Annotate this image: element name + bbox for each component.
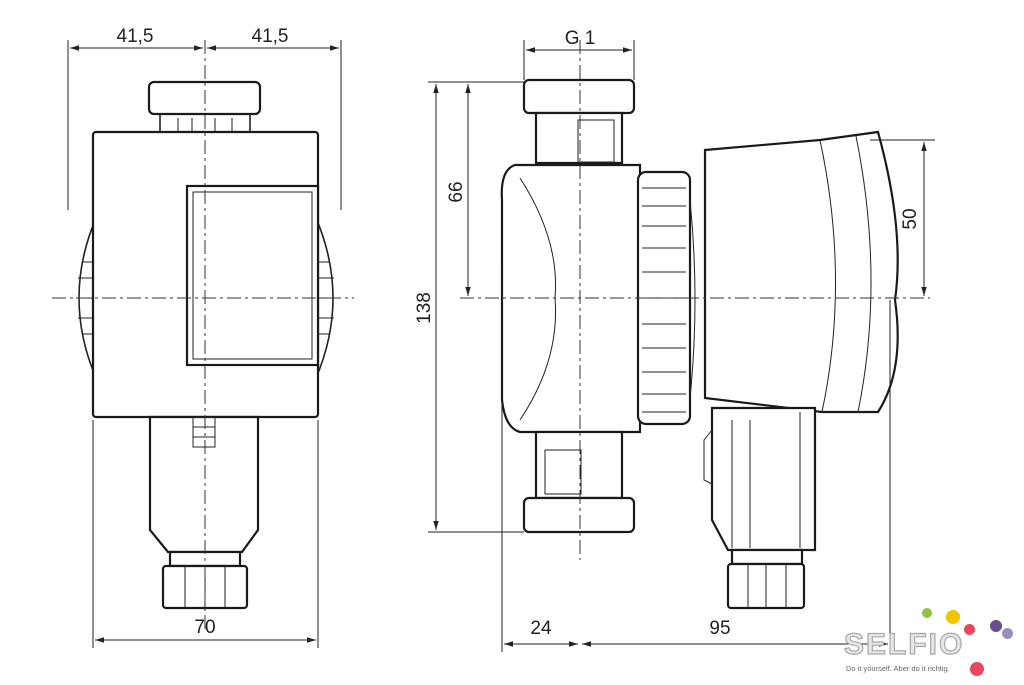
front-right-ribs [316, 261, 336, 335]
dim-motor-height: 50 [900, 208, 921, 229]
side-motor-front-edge [819, 139, 837, 413]
front-neck-details [177, 118, 233, 132]
selfio-logo: SELFIO Do it yourself. Aber do it richti… [838, 602, 1018, 682]
side-top-neck [534, 111, 624, 165]
logo-dot-yellow [946, 610, 960, 624]
logo-dot-lilac [1002, 628, 1013, 639]
side-connector-details [731, 412, 801, 548]
side-motor-cap-edge [855, 135, 872, 413]
logo-dot-red [970, 662, 984, 676]
dim-front-right-half: 41,5 [252, 26, 289, 47]
side-cable-clip [703, 429, 713, 485]
dim-total-depth: 95 [709, 618, 730, 639]
front-view: 41,5 41,5 70 [52, 26, 354, 648]
logo-tagline: Do it yourself. Aber do it richtig. [846, 664, 950, 673]
side-top-nut [522, 78, 636, 115]
dim-front-width: 70 [194, 617, 215, 638]
side-motor-joint [689, 199, 696, 399]
side-ring-nut-ribs [642, 187, 686, 413]
front-lower-connector [148, 415, 260, 554]
side-bottom-nut [522, 496, 636, 534]
logo-dot-purple [990, 620, 1002, 632]
logo-wordmark: SELFIO [843, 627, 965, 661]
dim-front-left-half: 41,5 [117, 26, 154, 47]
dim-upper-height: 66 [446, 181, 467, 202]
front-control-panel-inner [192, 191, 313, 360]
side-bottom-neck [534, 430, 624, 500]
side-motor-head [703, 130, 899, 414]
dim-total-height: 138 [414, 292, 435, 324]
front-control-panel [185, 184, 320, 367]
logo-dot-pink [964, 624, 975, 635]
front-cable-clip [192, 416, 216, 448]
side-bottom-neck-window [544, 449, 582, 495]
side-plug-facets [747, 564, 787, 608]
dim-connection-depth: 24 [530, 618, 552, 639]
side-view: G 1 138 66 50 24 95 [414, 28, 935, 652]
side-top-neck-window [577, 119, 615, 163]
dim-thread: G 1 [565, 28, 596, 49]
logo-dot-green [922, 608, 932, 618]
side-connector-neck [730, 548, 804, 566]
front-cable-clip-lines [193, 426, 215, 438]
